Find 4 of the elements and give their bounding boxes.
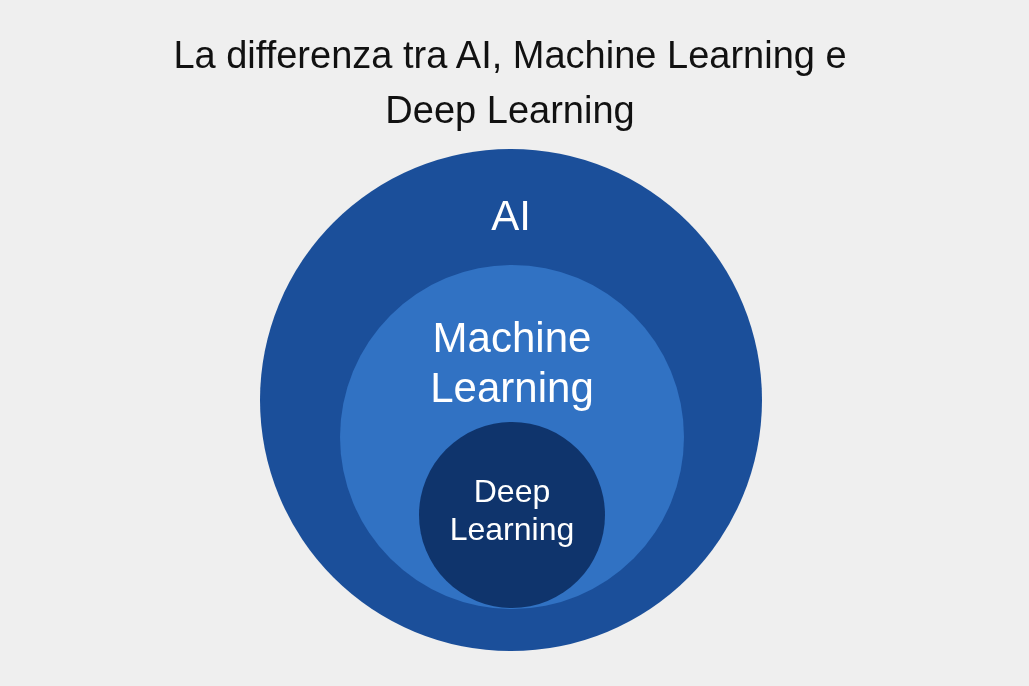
circle-label: Machine Learning <box>429 313 595 414</box>
circle-label: Deep Learning <box>448 472 576 549</box>
diagram-title: La differenza tra AI, Machine Learning e Deep Learning <box>172 33 848 133</box>
circle-label: AI <box>490 191 532 241</box>
